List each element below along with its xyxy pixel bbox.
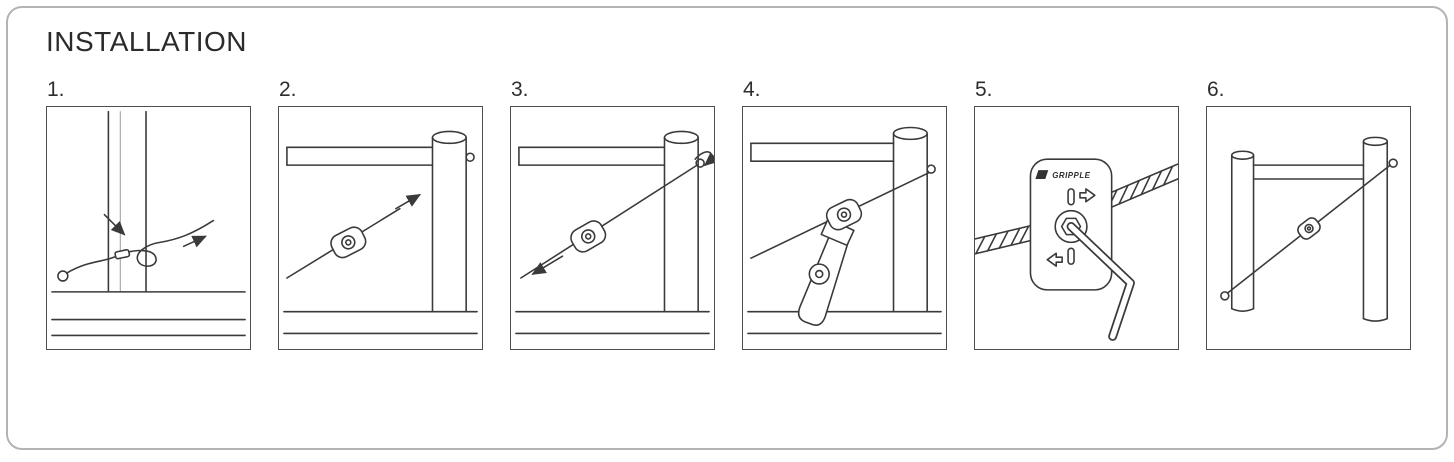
step-6-illustration bbox=[1220, 136, 1398, 322]
left-post bbox=[1230, 150, 1255, 313]
post bbox=[892, 126, 928, 313]
step-3-illustration bbox=[515, 130, 714, 335]
eye-hook-bottom bbox=[1220, 291, 1230, 301]
post bbox=[107, 110, 147, 293]
eye-hook bbox=[465, 152, 475, 163]
wire-rope-right bbox=[1104, 163, 1178, 211]
step-3: 3. bbox=[510, 78, 715, 351]
top-rail bbox=[1252, 164, 1365, 180]
wire-rope-left bbox=[975, 224, 1033, 255]
steps-row: 1. bbox=[46, 78, 1411, 351]
ground-rail bbox=[747, 310, 942, 335]
step-4: 4. bbox=[742, 78, 947, 351]
step-1-frame bbox=[46, 106, 251, 351]
arrow-right-icon bbox=[1079, 188, 1096, 203]
installation-sheet: INSTALLATION 1. bbox=[6, 6, 1448, 450]
step-4-illustration bbox=[747, 126, 942, 335]
step-2-illustration bbox=[283, 130, 478, 335]
gripple-logo: GRIPPLE bbox=[1035, 170, 1090, 180]
arrow-left-icon bbox=[1046, 252, 1063, 268]
step-number: 6. bbox=[1207, 78, 1225, 101]
step-number: 1. bbox=[47, 78, 65, 101]
step-6: 6. bbox=[1206, 78, 1411, 351]
hex-socket-ring bbox=[1054, 209, 1088, 244]
wire-loop bbox=[57, 219, 215, 282]
step-number: 2. bbox=[279, 78, 297, 101]
allen-key-icon bbox=[1066, 222, 1135, 341]
gripple-tensioner-icon bbox=[825, 198, 863, 231]
step-2-frame bbox=[278, 106, 483, 351]
rail bbox=[750, 142, 895, 163]
gripple-logo-text: GRIPPLE bbox=[1052, 171, 1090, 180]
wire-slot-bottom bbox=[1067, 247, 1075, 266]
ground-rail bbox=[51, 291, 246, 337]
tension-tool-icon bbox=[797, 217, 855, 327]
rail bbox=[286, 146, 434, 167]
step-number: 3. bbox=[511, 78, 529, 101]
direction-arrows bbox=[103, 213, 207, 248]
step-number: 5. bbox=[975, 78, 993, 101]
step-5-frame: GRIPPLE bbox=[974, 106, 1179, 351]
gripple-tensioner-icon bbox=[1297, 217, 1321, 240]
gripple-logo-icon bbox=[1035, 170, 1049, 180]
wire-slot-top bbox=[1067, 188, 1075, 206]
step-3-frame bbox=[510, 106, 715, 351]
step-2: 2. bbox=[278, 78, 483, 351]
page-title: INSTALLATION bbox=[46, 26, 248, 57]
eye-hook-top bbox=[1388, 158, 1398, 168]
eye-hook bbox=[926, 164, 936, 174]
wire-end-curl bbox=[694, 151, 714, 167]
step-4-frame bbox=[742, 106, 947, 351]
gripple-tensioner-icon bbox=[330, 226, 367, 259]
direction-arrow bbox=[531, 255, 564, 275]
step-1: 1. bbox=[46, 78, 251, 351]
ground-rail bbox=[283, 310, 478, 335]
wire-ferrule bbox=[114, 249, 131, 260]
step-5: 5. bbox=[974, 78, 1179, 351]
post bbox=[663, 130, 699, 313]
gripple-tensioner-icon bbox=[570, 220, 607, 253]
step-5-illustration: GRIPPLE bbox=[975, 158, 1178, 341]
step-6-frame bbox=[1206, 106, 1411, 351]
right-post bbox=[1362, 136, 1389, 322]
step-number: 4. bbox=[743, 78, 761, 101]
rail bbox=[518, 146, 666, 167]
direction-arrow bbox=[395, 194, 421, 210]
ground-rail bbox=[515, 310, 710, 335]
post bbox=[431, 130, 467, 313]
wire bbox=[520, 164, 698, 279]
step-1-illustration bbox=[51, 110, 246, 337]
